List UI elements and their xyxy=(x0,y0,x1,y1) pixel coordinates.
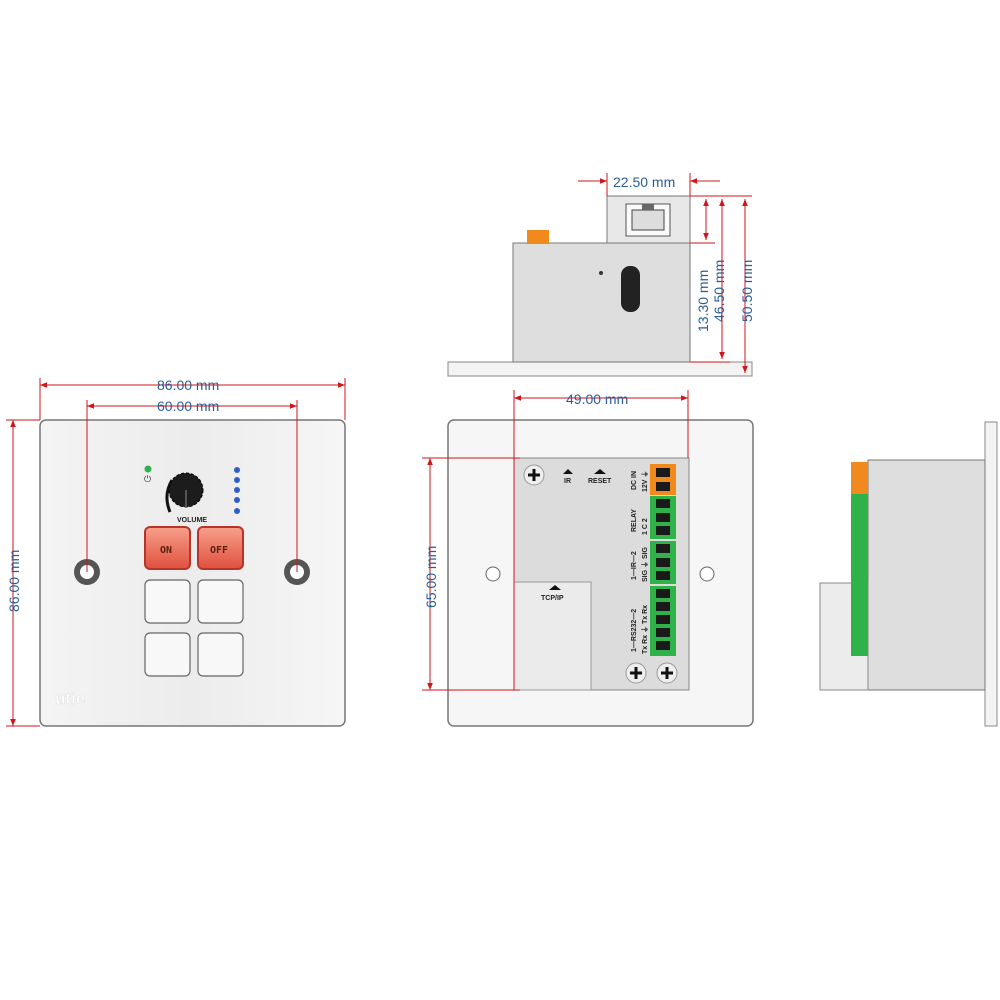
ir-receiver xyxy=(621,266,640,312)
off-button[interactable]: OFF xyxy=(197,526,244,570)
dim-rj45-height: 13.30 mm xyxy=(695,270,711,332)
tcpip-arrow-icon xyxy=(549,585,561,590)
front-view: 86.00 mm 60.00 mm 86.00 mm ⏻ VOLUME ON O… xyxy=(6,377,346,727)
screw-icon xyxy=(523,464,545,486)
dim-module-width: 49.00 mm xyxy=(566,391,628,407)
button-4[interactable] xyxy=(197,579,244,624)
back-hole-left xyxy=(485,566,501,582)
dc-in-label: DC IN xyxy=(631,471,638,490)
ir-arrow-icon xyxy=(563,469,573,474)
side-terminal-orange xyxy=(851,462,868,494)
button-6[interactable] xyxy=(197,632,244,677)
side-view xyxy=(819,421,998,727)
rj45-port-icon xyxy=(625,203,671,237)
rs232-label: 1—RS232—2 xyxy=(631,609,638,652)
dim-plate-height: 86.00 mm xyxy=(6,550,22,612)
dim-total-depth: 50.50 mm xyxy=(739,260,755,322)
button-5[interactable] xyxy=(144,632,191,677)
front-plate xyxy=(39,419,346,727)
off-button-label: OFF xyxy=(210,545,228,556)
relay-label: RELAY xyxy=(631,509,638,532)
on-button[interactable]: ON xyxy=(144,526,191,570)
ir-sensor-dot xyxy=(599,271,603,275)
dc-pins-label: 12V ⏚ xyxy=(641,471,649,492)
dim-module-height: 65.00 mm xyxy=(423,546,439,608)
reset-arrow-icon xyxy=(594,469,606,474)
dim-rj45-width: 22.50 mm xyxy=(613,174,675,190)
ir-port-label: 1—IR—2 xyxy=(631,551,638,580)
ir-label: IR xyxy=(564,478,571,485)
top-body xyxy=(512,242,691,363)
side-body xyxy=(867,459,986,691)
dim-body-depth: 46.50 mm xyxy=(711,260,727,322)
side-terminal-green xyxy=(851,494,868,656)
power-icon: ⏻ xyxy=(144,474,151,484)
tcpip-port-area xyxy=(513,581,592,691)
screw-icon xyxy=(656,662,678,684)
back-hole-right xyxy=(699,566,715,582)
side-plate xyxy=(984,421,998,727)
power-led xyxy=(144,465,152,473)
ir-pins-label: SIG ⏚ SIG xyxy=(641,546,649,582)
button-3[interactable] xyxy=(144,579,191,624)
top-plate xyxy=(447,361,753,377)
screw-icon xyxy=(625,662,647,684)
relay-pins-label: 1 C 2 xyxy=(642,518,649,535)
brand-logo: utie xyxy=(55,689,85,708)
volume-level-leds xyxy=(234,467,240,514)
dim-plate-width: 86.00 mm xyxy=(157,377,219,393)
rs232-pins-label: Tx Rx ⏚ Tx Rx xyxy=(641,605,649,654)
terminal-tab xyxy=(527,230,549,244)
tcpip-label: TCP/IP xyxy=(541,595,564,602)
volume-label: VOLUME xyxy=(177,517,207,524)
on-button-label: ON xyxy=(160,545,172,556)
back-view: IR RESET TCP/IP DC IN 12V ⏚ RELAY 1 C 2 … xyxy=(422,390,754,727)
reset-label: RESET xyxy=(588,478,612,485)
dim-hole-spacing: 60.00 mm xyxy=(157,398,219,414)
top-view: 22.50 mm 13.30 mm 46.50 mm 50.50 mm xyxy=(447,173,755,377)
